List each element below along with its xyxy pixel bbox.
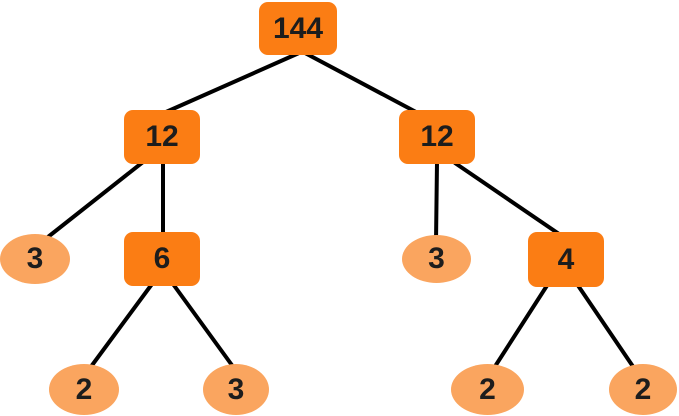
node-2-bottom-right-a: 2 <box>451 364 524 415</box>
node-3-left-label: 3 <box>26 242 44 275</box>
node-144-label: 144 <box>272 11 324 45</box>
node-3-bottom-label: 3 <box>227 372 245 406</box>
node-6-label: 6 <box>153 242 171 275</box>
node-2-bottom-right-b: 2 <box>609 364 677 415</box>
edge-12-left-3-left <box>32 160 145 250</box>
node-6: 6 <box>124 232 200 286</box>
node-3-bottom: 3 <box>203 364 269 415</box>
edge-6-2-bottom-left <box>88 282 154 370</box>
edge-144-12-left <box>164 51 301 114</box>
node-2-bottom-left-label: 2 <box>75 372 93 406</box>
node-12-right-label: 12 <box>420 120 454 153</box>
node-3-right: 3 <box>402 235 471 283</box>
node-2-bottom-right-a-label: 2 <box>479 372 496 406</box>
node-144: 144 <box>259 2 337 55</box>
edge-6-3-bottom <box>171 282 236 370</box>
node-2-bottom-left: 2 <box>49 364 119 415</box>
node-12-left-label: 12 <box>145 120 179 153</box>
node-12-right: 12 <box>399 110 475 164</box>
edge-12-right-4 <box>453 161 564 238</box>
edge-12-right-3-right <box>434 160 439 244</box>
node-3-left: 3 <box>0 234 70 284</box>
node-4: 4 <box>528 232 604 287</box>
node-2-bottom-right-b-label: 2 <box>634 372 652 406</box>
edge-4-2-bottom-right-a <box>492 282 550 370</box>
node-12-left: 12 <box>124 110 200 164</box>
node-3-right-label: 3 <box>428 242 445 275</box>
node-4-label: 4 <box>557 242 575 276</box>
edge-4-2-bottom-right-b <box>575 282 636 370</box>
edge-144-12-right <box>303 51 418 114</box>
